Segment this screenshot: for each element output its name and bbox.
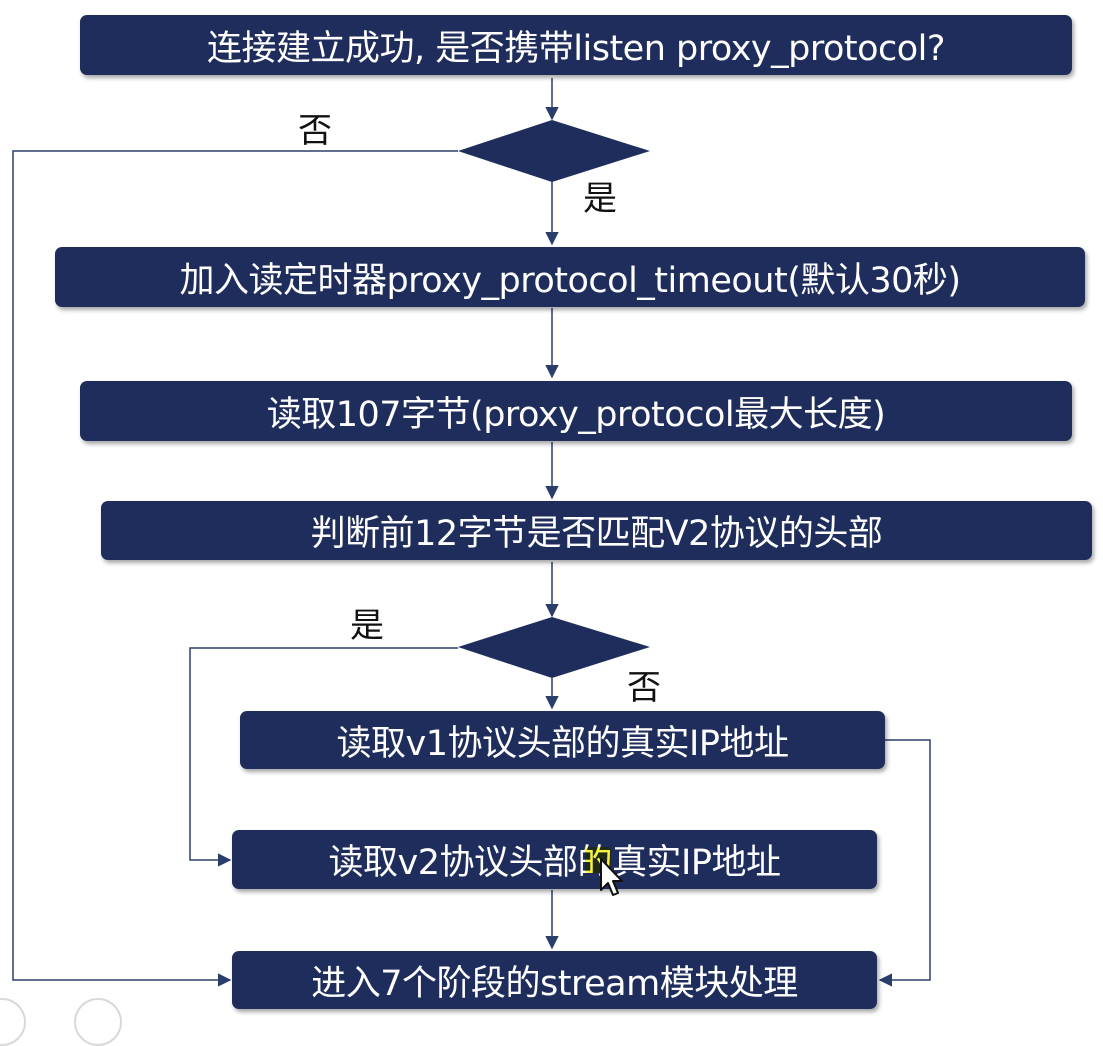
stream-box: 进入7个阶段的stream模块处理 [232, 951, 877, 1009]
arrow-decision2-yes-to-readv2 [189, 647, 458, 867]
decision2-yes-label: 是 [350, 606, 384, 646]
read-v2-box: 读取v2协议头部的真实IP地址 [232, 830, 877, 889]
read-107-box: 读取107字节(proxy_protocol最大长度) [80, 381, 1072, 441]
next-slide-button[interactable] [74, 998, 122, 1046]
start-box: 连接建立成功, 是否携带listen proxy_protocol? [80, 15, 1072, 75]
add-timer-box-label: 加入读定时器proxy_protocol_timeout(默认30秒) [179, 260, 961, 301]
start-box-label: 连接建立成功, 是否携带listen proxy_protocol? [207, 28, 945, 69]
decision2-diamond [458, 617, 650, 678]
decision2-no-label: 否 [627, 668, 661, 708]
read-v2-box-label: 读取v2协议头部的真实IP地址 [328, 843, 781, 883]
check-v2-box: 判断前12字节是否匹配V2协议的头部 [101, 501, 1092, 560]
read-107-box-label: 读取107字节(proxy_protocol最大长度) [266, 394, 886, 435]
decision1-no-label: 否 [298, 111, 332, 151]
arrow-decision1-no-to-stream [12, 150, 458, 987]
arrow-readv1-to-stream [878, 739, 931, 987]
read-v1-box-label: 读取v1协议头部的真实IP地址 [336, 723, 789, 764]
read-v1-box: 读取v1协议头部的真实IP地址 [240, 711, 885, 769]
mouse-pointer-icon [600, 858, 623, 896]
check-v2-box-label: 判断前12字节是否匹配V2协议的头部 [310, 514, 883, 554]
stream-box-label: 进入7个阶段的stream模块处理 [311, 963, 798, 1004]
flowchart-connectors [12, 78, 931, 987]
decision1-yes-label: 是 [583, 179, 617, 219]
decision1-diamond [458, 120, 650, 182]
add-timer-box: 加入读定时器proxy_protocol_timeout(默认30秒) [55, 247, 1085, 307]
